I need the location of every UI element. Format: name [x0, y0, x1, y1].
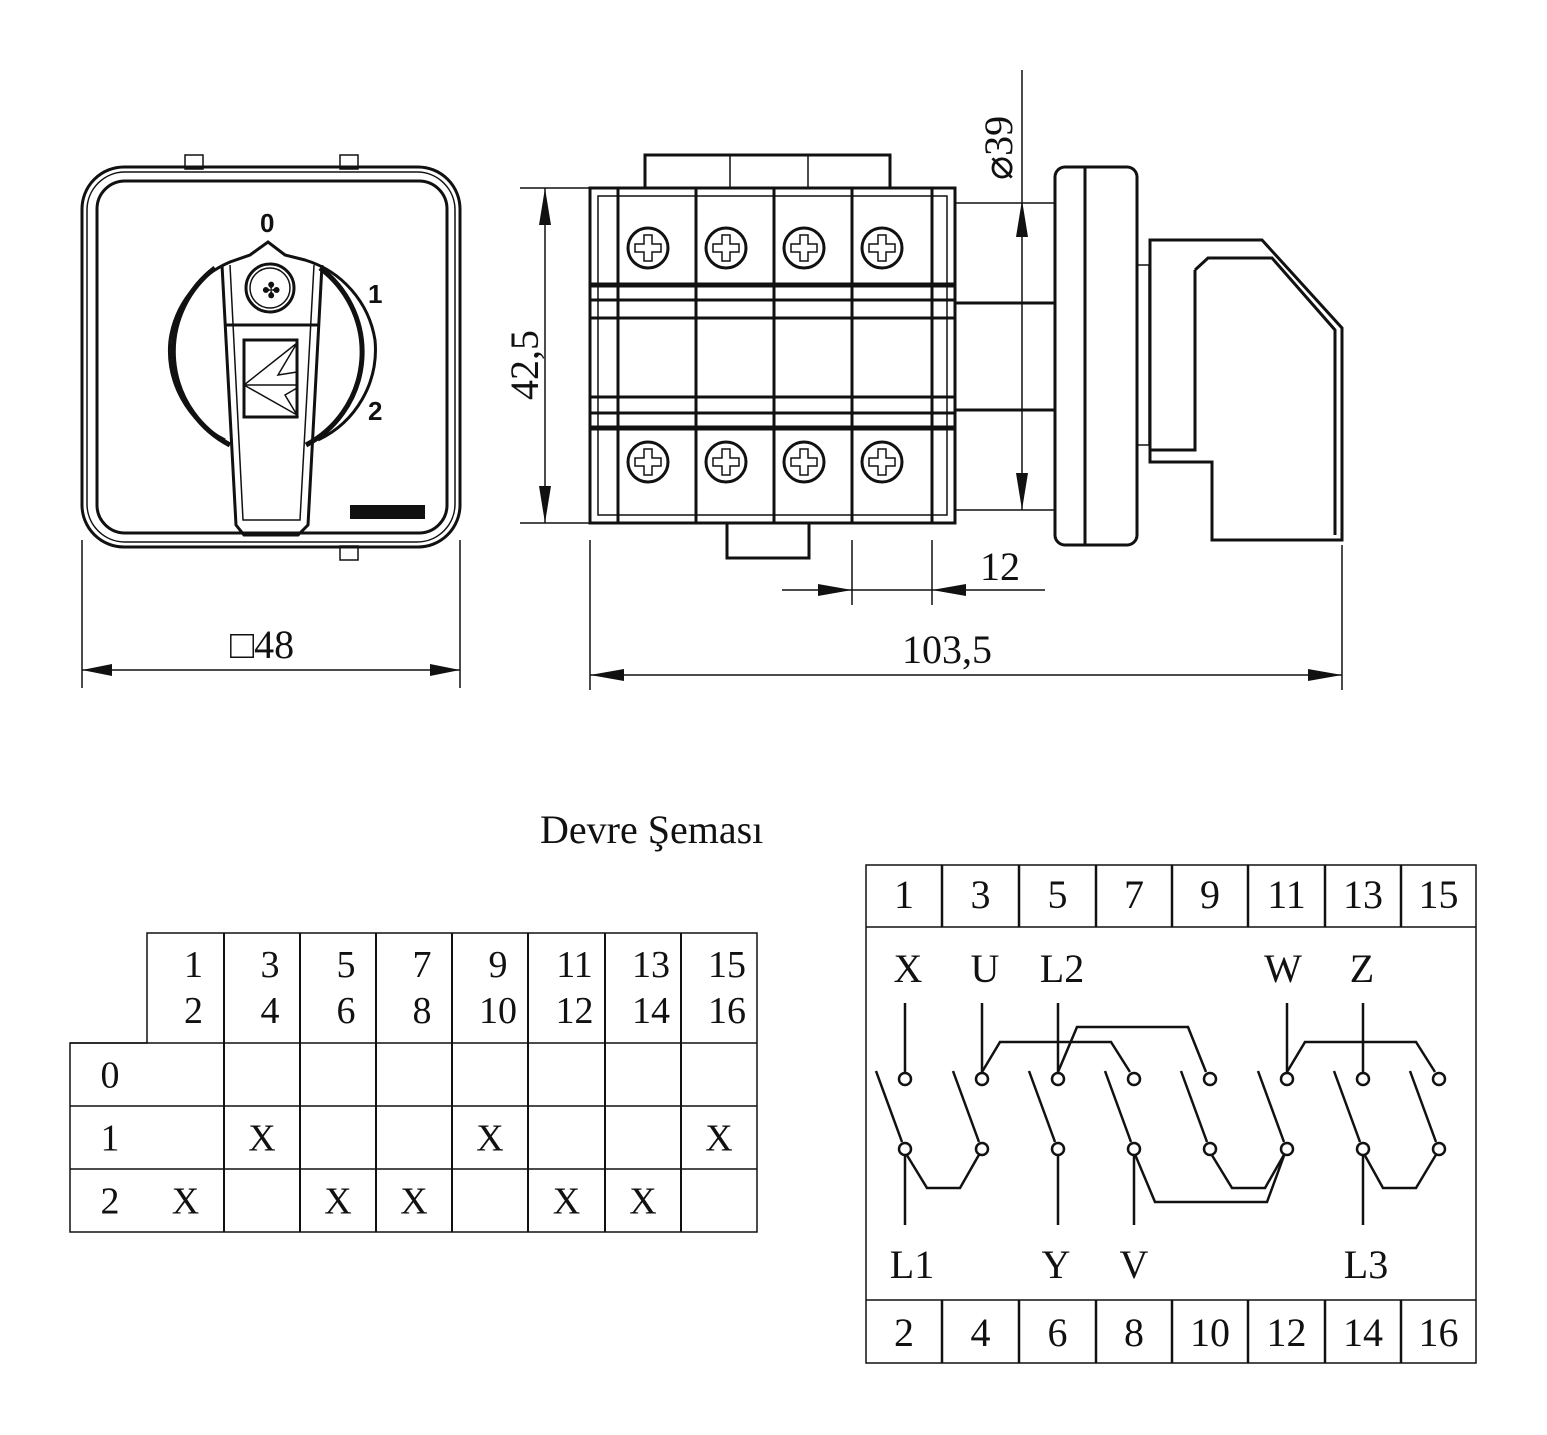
column-header-top: 15 — [708, 944, 746, 986]
top-contact — [1202, 1071, 1218, 1087]
top-terminal-number: 5 — [1048, 872, 1068, 917]
contact-wiring — [874, 1003, 1447, 1225]
phase-label-top: Z — [1350, 946, 1374, 991]
top-terminal-number: 15 — [1419, 872, 1459, 917]
column-header-bottom: 2 — [184, 990, 203, 1032]
bottom-terminal-number: 4 — [971, 1310, 991, 1355]
phase-label-bottom: L1 — [890, 1242, 934, 1287]
front-view: ✤ 0 1 2 □48 — [80, 154, 462, 688]
contact-closed-mark: X — [400, 1181, 427, 1223]
side-view: 42,5 ⌀39 12 103,5 — [502, 70, 1344, 690]
top-terminal-number: 7 — [1124, 872, 1144, 917]
logo-icon — [242, 338, 300, 419]
terminal-screws — [626, 226, 904, 484]
position-label: 2 — [101, 1181, 120, 1223]
top-contact — [1050, 1071, 1066, 1087]
switch-blade — [1408, 1070, 1438, 1143]
phase-label-bottom: V — [1120, 1242, 1149, 1287]
column-header-top: 7 — [413, 944, 432, 986]
bottom-terminal-number: 2 — [894, 1310, 914, 1355]
top-contact — [1279, 1071, 1295, 1087]
contact-closed-mark: X — [705, 1118, 732, 1160]
bottom-contact — [897, 1141, 913, 1157]
position-0-label: 0 — [260, 208, 274, 238]
bottom-contact — [1355, 1141, 1371, 1157]
column-header-bottom: 10 — [479, 990, 517, 1032]
bottom-terminal-number: 16 — [1419, 1310, 1459, 1355]
top-terminal-number: 1 — [894, 872, 914, 917]
svg-text:✤: ✤ — [262, 278, 280, 303]
phase-label-top: L2 — [1040, 946, 1084, 991]
switch-blade — [1256, 1070, 1286, 1143]
column-header-top: 11 — [556, 944, 593, 986]
bottom-terminal-number: 10 — [1190, 1310, 1230, 1355]
contact-closed-mark: X — [629, 1181, 656, 1223]
contact-closed-mark: X — [553, 1181, 580, 1223]
diameter-dimension: ⌀39 — [976, 116, 1021, 180]
bottom-terminal-number: 8 — [1124, 1310, 1144, 1355]
bottom-contact — [1050, 1141, 1066, 1157]
top-terminal-number: 9 — [1200, 872, 1220, 917]
switch-blade — [1332, 1070, 1362, 1143]
phase-label-bottom: Y — [1042, 1242, 1071, 1287]
phase-label-bottom: L3 — [1344, 1242, 1388, 1287]
switch-blade — [1027, 1070, 1057, 1143]
position-1-label: 1 — [368, 279, 382, 309]
switch-blade — [951, 1070, 981, 1143]
bottom-contact — [1279, 1141, 1295, 1157]
bottom-contact — [1202, 1141, 1218, 1157]
bottom-terminal-number: 12 — [1267, 1310, 1307, 1355]
column-header-bottom: 4 — [261, 990, 280, 1032]
top-terminal-number: 3 — [971, 872, 991, 917]
phase-label-top: W — [1264, 946, 1302, 991]
length-dimension: 103,5 — [902, 627, 992, 672]
contact-closed-mark: X — [324, 1181, 351, 1223]
bottom-contact — [974, 1141, 990, 1157]
phase-label-top: X — [894, 946, 923, 991]
contact-closed-mark: X — [248, 1118, 275, 1160]
position-2-label: 2 — [368, 396, 382, 426]
contact-closed-mark: X — [172, 1181, 199, 1223]
column-header-top: 9 — [489, 944, 508, 986]
bottom-contact — [1431, 1141, 1447, 1157]
top-terminal-number: 11 — [1267, 872, 1306, 917]
position-label: 0 — [101, 1055, 120, 1097]
top-contact — [1126, 1071, 1142, 1087]
contact-closed-mark: X — [476, 1118, 503, 1160]
top-terminal-number: 13 — [1343, 872, 1383, 917]
column-header-bottom: 6 — [337, 990, 356, 1032]
column-header-bottom: 8 — [413, 990, 432, 1032]
bottom-terminal-number: 14 — [1343, 1310, 1383, 1355]
column-header-bottom: 16 — [708, 990, 746, 1032]
bottom-contact — [1126, 1141, 1142, 1157]
bottom-terminal-number: 6 — [1048, 1310, 1068, 1355]
height-dimension: 42,5 — [502, 330, 547, 400]
top-contact — [974, 1071, 990, 1087]
screw-icon — [244, 262, 296, 314]
switch-blade — [874, 1070, 904, 1143]
schema-title: Devre Şeması — [540, 807, 763, 852]
label-plate — [350, 505, 425, 519]
column-header-top: 13 — [632, 944, 670, 986]
phase-label-top: U — [971, 946, 1000, 991]
column-header-bottom: 14 — [632, 990, 670, 1032]
top-contact — [1355, 1071, 1371, 1087]
column-header-bottom: 12 — [556, 990, 594, 1032]
switch-blade — [1179, 1070, 1209, 1143]
position-label: 1 — [101, 1118, 120, 1160]
switch-blade — [1103, 1070, 1133, 1143]
top-contact — [1431, 1071, 1447, 1087]
width-dimension: □48 — [230, 622, 294, 667]
column-header-top: 1 — [184, 944, 203, 986]
module-dimension: 12 — [980, 544, 1020, 589]
top-contact — [897, 1071, 913, 1087]
column-header-top: 5 — [337, 944, 356, 986]
column-header-top: 3 — [261, 944, 280, 986]
